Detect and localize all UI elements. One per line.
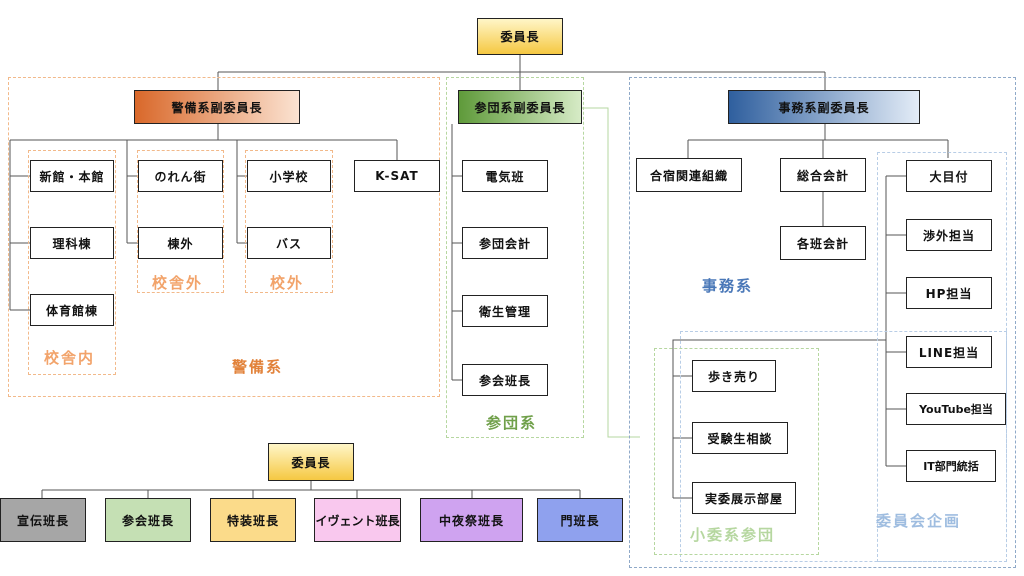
participation-item-1: 参団会計 <box>462 227 548 259</box>
offcampus-region <box>245 150 333 293</box>
security-vice-node: 警備系副委員長 <box>134 90 300 124</box>
bottom-head-mon: 門班長 <box>537 498 623 542</box>
label-participation: 参団系 <box>486 414 538 432</box>
office-item-sougou: 総合会計 <box>780 158 866 192</box>
security-item-taiiku: 体育館棟 <box>30 294 114 326</box>
participation-item-0: 電気班 <box>462 160 548 192</box>
office-item-gasshuku: 合宿関連組織 <box>636 158 742 192</box>
small-region <box>654 348 819 555</box>
security-item-tougai: 棟外 <box>138 227 223 259</box>
participation-item-3: 参会班長 <box>462 364 548 396</box>
security-item-ksat: K-SAT <box>354 160 440 192</box>
outside-region <box>137 150 224 293</box>
bottom-head-event: イヴェント班長 <box>314 498 401 542</box>
label-outside: 校舎外 <box>152 274 204 292</box>
label-offcampus: 校外 <box>270 274 305 292</box>
label-planning: 委員会企画 <box>876 512 962 530</box>
bottom-head-senden: 宣伝班長 <box>0 498 86 542</box>
planning-item-2: HP担当 <box>906 277 992 309</box>
office-vice-node: 事務系副委員長 <box>728 90 920 124</box>
planning-item-3: LINE担当 <box>906 336 992 368</box>
bottom-chair-node: 委員長 <box>268 443 354 481</box>
small-item-2: 実委展示部屋 <box>692 482 796 514</box>
planning-item-1: 渉外担当 <box>906 219 992 251</box>
bottom-head-tokusou: 特装班長 <box>210 498 296 542</box>
participation-vice-node: 参団系副委員長 <box>458 90 582 124</box>
security-item-elementary: 小学校 <box>247 160 331 192</box>
participation-item-2: 衛生管理 <box>462 295 548 327</box>
planning-item-4: YouTube担当 <box>906 393 1006 425</box>
inside-region <box>28 150 116 375</box>
security-item-shinkan: 新館・本館 <box>30 160 114 192</box>
planning-item-5: IT部門統括 <box>906 450 996 482</box>
office-region <box>629 77 1016 568</box>
bottom-head-chuuyasai: 中夜祭班長 <box>420 498 523 542</box>
planning-item-0: 大目付 <box>906 160 992 192</box>
planning-region-lower <box>680 331 1007 562</box>
small-item-1: 受験生相談 <box>692 422 788 454</box>
participation-region <box>446 77 584 438</box>
label-inside: 校舎内 <box>44 349 96 367</box>
security-item-bus: バス <box>247 227 331 259</box>
small-item-0: 歩き売り <box>692 360 776 392</box>
bottom-head-sankai: 参会班長 <box>105 498 191 542</box>
office-item-kakuhan: 各班会計 <box>780 226 866 260</box>
chair-node: 委員長 <box>477 18 563 55</box>
label-small: 小委系参団 <box>690 526 776 544</box>
security-region <box>8 77 440 397</box>
label-security: 警備系 <box>232 358 284 376</box>
security-item-noren: のれん街 <box>138 160 223 192</box>
label-office: 事務系 <box>702 277 754 295</box>
security-item-rika: 理科棟 <box>30 227 114 259</box>
